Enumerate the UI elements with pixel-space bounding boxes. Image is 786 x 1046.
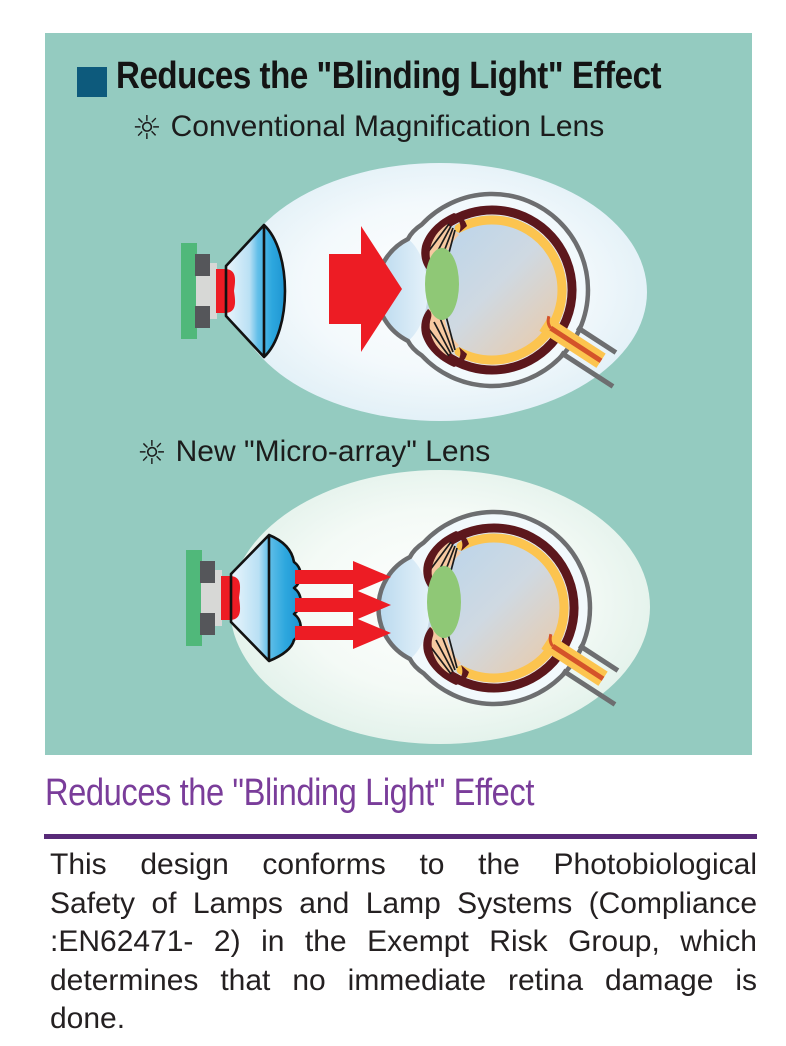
section-heading: Reduces the "Blinding Light" Effect xyxy=(45,772,534,814)
diagram-microarray xyxy=(186,470,650,744)
sun-icon: ☼ xyxy=(137,432,167,472)
magnification-lens-icon xyxy=(224,223,287,359)
illustration-panel: Reduces the "Blinding Light" Effect ☼ Co… xyxy=(45,33,752,755)
panel-header-title: Reduces the "Blinding Light" Effect xyxy=(116,55,662,97)
led-light-source-icon xyxy=(181,243,227,339)
label-microarray-lens: ☼ New "Micro-array" Lens xyxy=(137,435,490,469)
diagram-canvas xyxy=(181,163,650,744)
label-conventional-lens: ☼ Conventional Magnification Lens xyxy=(132,110,604,144)
body-line: :EN62471- 2) in the Exempt Risk Group, w… xyxy=(50,925,757,958)
body-line: Safety of Lamps and Lamp Systems (Compli… xyxy=(50,886,757,920)
label-conventional-lens-text: Conventional Magnification Lens xyxy=(170,110,605,143)
body-line: determines that no immediate retina dama… xyxy=(50,963,757,997)
header-bullet-square xyxy=(77,67,107,97)
heading-divider-rule xyxy=(44,834,757,839)
sun-icon: ☼ xyxy=(132,107,162,147)
diagram-conventional xyxy=(181,163,647,421)
section-body-paragraph: This design conforms to the Photobiologi… xyxy=(50,846,757,1039)
body-line: This design conforms to the Photobiologi… xyxy=(50,848,757,881)
wide-light-beam-arrow-icon xyxy=(329,226,402,352)
body-line: done. xyxy=(50,1002,126,1035)
led-light-source-icon xyxy=(186,550,232,646)
label-microarray-lens-text: New "Micro-array" Lens xyxy=(175,435,491,468)
